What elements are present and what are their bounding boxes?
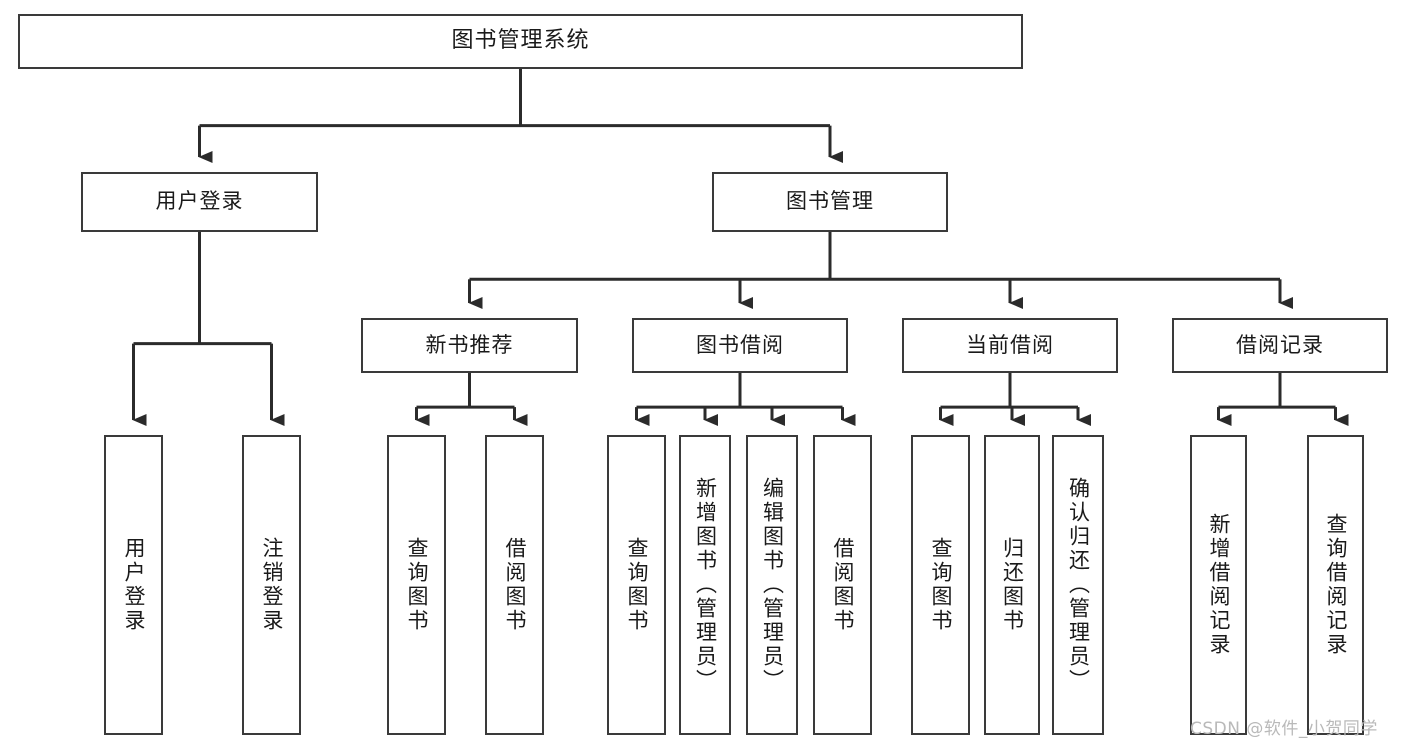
- node-leaf-add-book-label: 新增图书（管理员）: [693, 477, 718, 693]
- node-leaf-query-book-3[interactable]: 查询图书: [911, 435, 970, 735]
- node-leaf-add-record-label: 新增借阅记录: [1207, 513, 1231, 657]
- node-book-borrow[interactable]: 图书借阅: [632, 318, 848, 373]
- node-leaf-query-book-2[interactable]: 查询图书: [607, 435, 666, 735]
- node-leaf-query-book-1[interactable]: 查询图书: [387, 435, 446, 735]
- node-leaf-confirm-return-label: 确认归还（管理员）: [1066, 477, 1091, 693]
- node-borrow-record-label: 借阅记录: [1236, 332, 1324, 357]
- node-leaf-query-record-label: 查询借阅记录: [1324, 513, 1348, 657]
- node-leaf-borrow-book-1-label: 借阅图书: [503, 537, 527, 633]
- node-leaf-query-book-2-label: 查询图书: [625, 537, 649, 633]
- node-user-login-label: 用户登录: [155, 189, 244, 214]
- node-leaf-add-book[interactable]: 新增图书（管理员）: [679, 435, 731, 735]
- node-current-borrow-label: 当前借阅: [966, 332, 1054, 357]
- node-leaf-edit-book[interactable]: 编辑图书（管理员）: [746, 435, 798, 735]
- node-new-book-rec-label: 新书推荐: [425, 332, 514, 357]
- node-root-system-label: 图书管理系统: [451, 28, 590, 54]
- node-leaf-confirm-return[interactable]: 确认归还（管理员）: [1052, 435, 1104, 735]
- node-leaf-borrow-book-2[interactable]: 借阅图书: [813, 435, 872, 735]
- node-borrow-record[interactable]: 借阅记录: [1172, 318, 1388, 373]
- node-leaf-return-book-label: 归还图书: [1000, 537, 1025, 633]
- node-root-system[interactable]: 图书管理系统: [18, 14, 1023, 69]
- node-leaf-add-record[interactable]: 新增借阅记录: [1190, 435, 1247, 735]
- node-current-borrow[interactable]: 当前借阅: [902, 318, 1118, 373]
- node-leaf-user-login-label: 用户登录: [122, 537, 146, 633]
- node-leaf-borrow-book-1[interactable]: 借阅图书: [485, 435, 544, 735]
- node-user-login[interactable]: 用户登录: [81, 172, 318, 232]
- node-leaf-query-book-1-label: 查询图书: [405, 537, 429, 633]
- csdn-watermark: CSDN @软件_小贺同学: [1190, 719, 1378, 739]
- node-book-manage[interactable]: 图书管理: [712, 172, 948, 232]
- node-leaf-user-login[interactable]: 用户登录: [104, 435, 163, 735]
- node-leaf-edit-book-label: 编辑图书（管理员）: [760, 477, 785, 693]
- node-leaf-logout[interactable]: 注销登录: [242, 435, 301, 735]
- node-leaf-query-record[interactable]: 查询借阅记录: [1307, 435, 1364, 735]
- node-book-manage-label: 图书管理: [786, 189, 874, 214]
- node-leaf-borrow-book-2-label: 借阅图书: [831, 537, 855, 633]
- node-leaf-return-book[interactable]: 归还图书: [984, 435, 1040, 735]
- node-new-book-rec[interactable]: 新书推荐: [361, 318, 578, 373]
- node-leaf-query-book-3-label: 查询图书: [929, 537, 953, 633]
- node-book-borrow-label: 图书借阅: [696, 332, 784, 357]
- node-leaf-logout-label: 注销登录: [260, 537, 284, 633]
